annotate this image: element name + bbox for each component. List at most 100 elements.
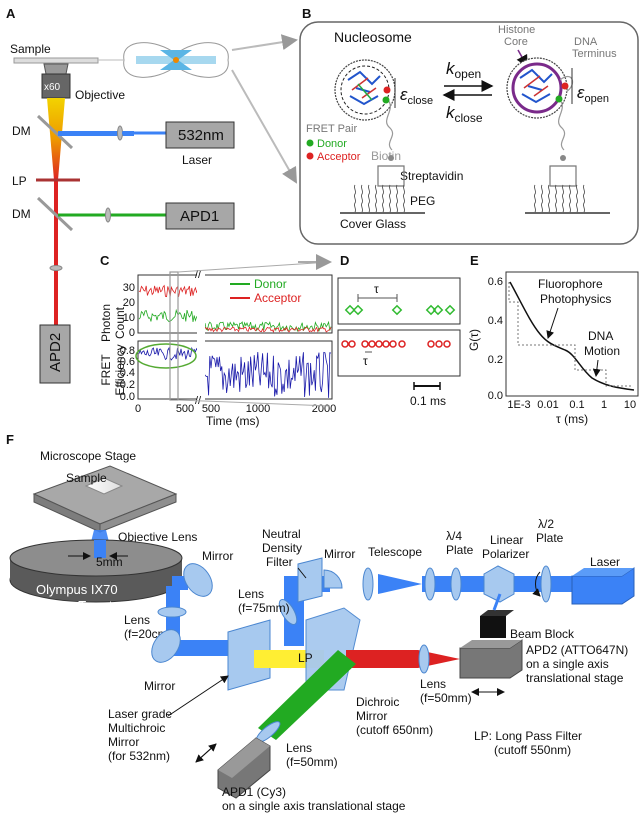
lens-20cm bbox=[157, 606, 187, 618]
e-xlabel: τ (ms) bbox=[556, 412, 588, 426]
apd2-label-a: APD2 bbox=[47, 333, 64, 372]
qwp-label-2: Plate bbox=[446, 543, 474, 557]
mirror-top bbox=[323, 569, 343, 589]
e-ylabel: G(τ) bbox=[467, 329, 481, 351]
e-xtick-01: 0.1 bbox=[569, 399, 584, 411]
sample-slide bbox=[13, 57, 99, 64]
apd2-f-label-1: APD2 (ATTO647N) bbox=[526, 643, 628, 657]
e-ytick-04: 0.4 bbox=[488, 315, 503, 327]
panel-f: F Microscope Stage Sample Objective Lens… bbox=[6, 432, 635, 813]
c-zoom-line-2 bbox=[177, 399, 331, 407]
green-emission-beam bbox=[258, 650, 356, 740]
beam-block bbox=[480, 616, 506, 638]
apd1-f-label-1: APD1 (Cy3) bbox=[222, 785, 286, 799]
apd1-box-f-top bbox=[218, 738, 270, 778]
c-xtick-1000: 1000 bbox=[246, 403, 270, 415]
acceptor-legend-dot bbox=[306, 152, 314, 160]
dna-label: DNA bbox=[574, 36, 598, 48]
c-ylabel-bot-2: Efficiency bbox=[113, 344, 127, 395]
microscope-stage-right bbox=[99, 493, 177, 533]
nucleosome-label: Nucleosome bbox=[334, 29, 412, 45]
hwp-rotation-arrow bbox=[532, 571, 541, 597]
telescope-lens-1 bbox=[362, 567, 374, 601]
qwp-label-1: λ/4 bbox=[446, 529, 462, 543]
e-annotation-1-arrow bbox=[546, 307, 559, 339]
apd1-box-a bbox=[165, 202, 235, 230]
peg-brush-left bbox=[353, 184, 406, 213]
e-xtick-1: 1 bbox=[601, 399, 607, 411]
peg-label: PEG bbox=[410, 194, 435, 208]
c-fret-trace-b bbox=[204, 351, 332, 398]
dm1-label: DM bbox=[12, 124, 31, 138]
donor-dot-open bbox=[555, 95, 563, 103]
multichroic-label-3: Mirror bbox=[108, 735, 139, 749]
c-zoom-box bbox=[169, 271, 179, 401]
e-ytick-06: 0.6 bbox=[488, 276, 503, 288]
k-close: kclose bbox=[446, 103, 483, 125]
dichroic-label-3: (cutoff 650nm) bbox=[356, 723, 433, 737]
c-top-traces bbox=[138, 284, 332, 333]
nucleosome-open bbox=[506, 57, 574, 151]
mirror-upper-label: Mirror bbox=[202, 549, 233, 563]
streptavidin-right bbox=[549, 165, 577, 187]
c-donor-trace-a bbox=[138, 308, 199, 323]
donor-legend-label: Donor bbox=[317, 138, 347, 150]
five-mm-label: 5mm bbox=[96, 555, 123, 569]
e-annotation-2-arrow bbox=[592, 359, 601, 377]
laser-box-f-top bbox=[572, 568, 634, 576]
panel-f-label: F bbox=[6, 432, 14, 447]
c-ytick-bot-04: 0.4 bbox=[120, 367, 135, 379]
c-xtick-500a: 500 bbox=[176, 403, 194, 415]
c-legend-donor: Donor bbox=[254, 277, 287, 291]
e-xtick-10: 10 bbox=[624, 399, 636, 411]
lens50b-label-1: Lens bbox=[420, 677, 446, 691]
beam-block-top bbox=[480, 610, 514, 616]
e-frame bbox=[505, 271, 639, 397]
d-scale-label: 0.1 ms bbox=[410, 394, 446, 408]
lens20-label-1: Lens bbox=[124, 613, 150, 627]
red-lens-a bbox=[49, 265, 63, 271]
quarter-wave-plate bbox=[450, 567, 462, 601]
inset-arrow-2 bbox=[231, 69, 297, 184]
laser-label-a: Laser bbox=[182, 153, 212, 167]
e-xtick-1e-3: 1E-3 bbox=[507, 399, 530, 411]
lens75-label-1: Lens bbox=[238, 587, 264, 601]
panel-b-label: B bbox=[302, 6, 311, 21]
f-sample-label: Sample bbox=[66, 471, 107, 485]
laser-label-f: Laser bbox=[590, 555, 620, 569]
lp-filter-note-1: LP: Long Pass Filter bbox=[474, 729, 582, 743]
d-acceptor-photons bbox=[341, 340, 451, 348]
acceptor-dot-open bbox=[561, 82, 569, 90]
multichroic-leader bbox=[167, 675, 229, 717]
histone-label: Histone bbox=[498, 24, 535, 36]
panel-a-label: A bbox=[6, 6, 16, 21]
c-ytick-top-30: 30 bbox=[123, 282, 135, 294]
panel-e: E G(τ) 0.6 0.4 0.2 0.0 1E-3 0.01 0.1 1 1… bbox=[467, 253, 639, 426]
apd2-box-f-top bbox=[460, 640, 522, 648]
objective-lens-label: Objective Lens bbox=[118, 530, 197, 544]
c-xtick-500b: 500 bbox=[202, 403, 220, 415]
turret-label-2: Filter Turret bbox=[46, 598, 113, 613]
c-xtick-0: 0 bbox=[135, 403, 141, 415]
microscope-stage-label: Microscope Stage bbox=[40, 449, 136, 463]
laser-beam-a bbox=[58, 131, 134, 136]
panel-d-label: D bbox=[340, 253, 349, 268]
biotin-label: Biotin bbox=[371, 149, 401, 163]
dichroic-label-1: Dichroic bbox=[356, 695, 399, 709]
c-ylabel-top-2: Count bbox=[113, 306, 127, 339]
emission-beam-upper bbox=[47, 98, 65, 180]
d-tau-1: τ bbox=[374, 282, 379, 296]
apd2-f-label-3: translational stage bbox=[526, 671, 624, 685]
objective-label: Objective bbox=[75, 88, 125, 102]
lin-pol-label-2: Polarizer bbox=[482, 547, 529, 561]
laser-lens-a bbox=[117, 125, 123, 141]
lens75-label-2: (f=75mm) bbox=[238, 601, 290, 615]
e-correlation-curve bbox=[509, 281, 635, 391]
ndf-label-2: Density bbox=[262, 541, 302, 555]
eps-open: εopen bbox=[577, 83, 609, 105]
e-annotation-1b: Photophysics bbox=[540, 292, 611, 306]
lens-75mm bbox=[278, 599, 298, 625]
core-label: Core bbox=[504, 36, 528, 48]
multichroic-label-1: Laser grade bbox=[108, 707, 172, 721]
